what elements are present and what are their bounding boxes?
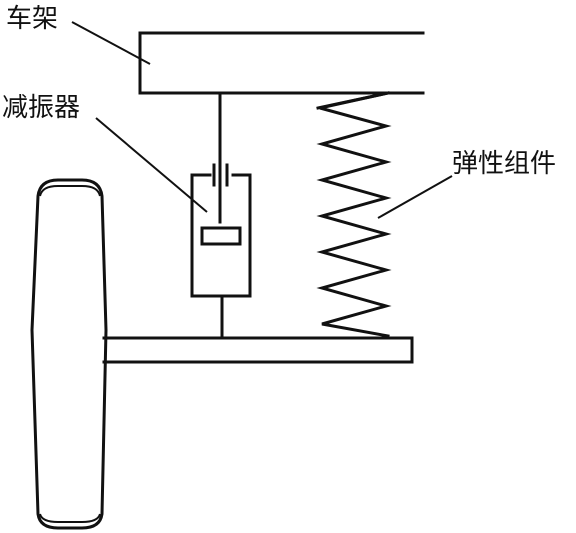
coil-spring [316, 91, 392, 338]
wheel [30, 178, 108, 530]
frame-beam [138, 31, 425, 95]
elastic-element-leader-line [377, 175, 453, 219]
axle [102, 336, 414, 364]
shock-absorber-label: 减振器 [2, 93, 80, 123]
shock-absorber [190, 91, 252, 340]
frame-label: 车架 [6, 4, 58, 34]
shock-absorber-leader-line [95, 117, 208, 213]
elastic-element-label: 弹性组件 [452, 149, 556, 179]
frame-leader-line [71, 21, 151, 65]
